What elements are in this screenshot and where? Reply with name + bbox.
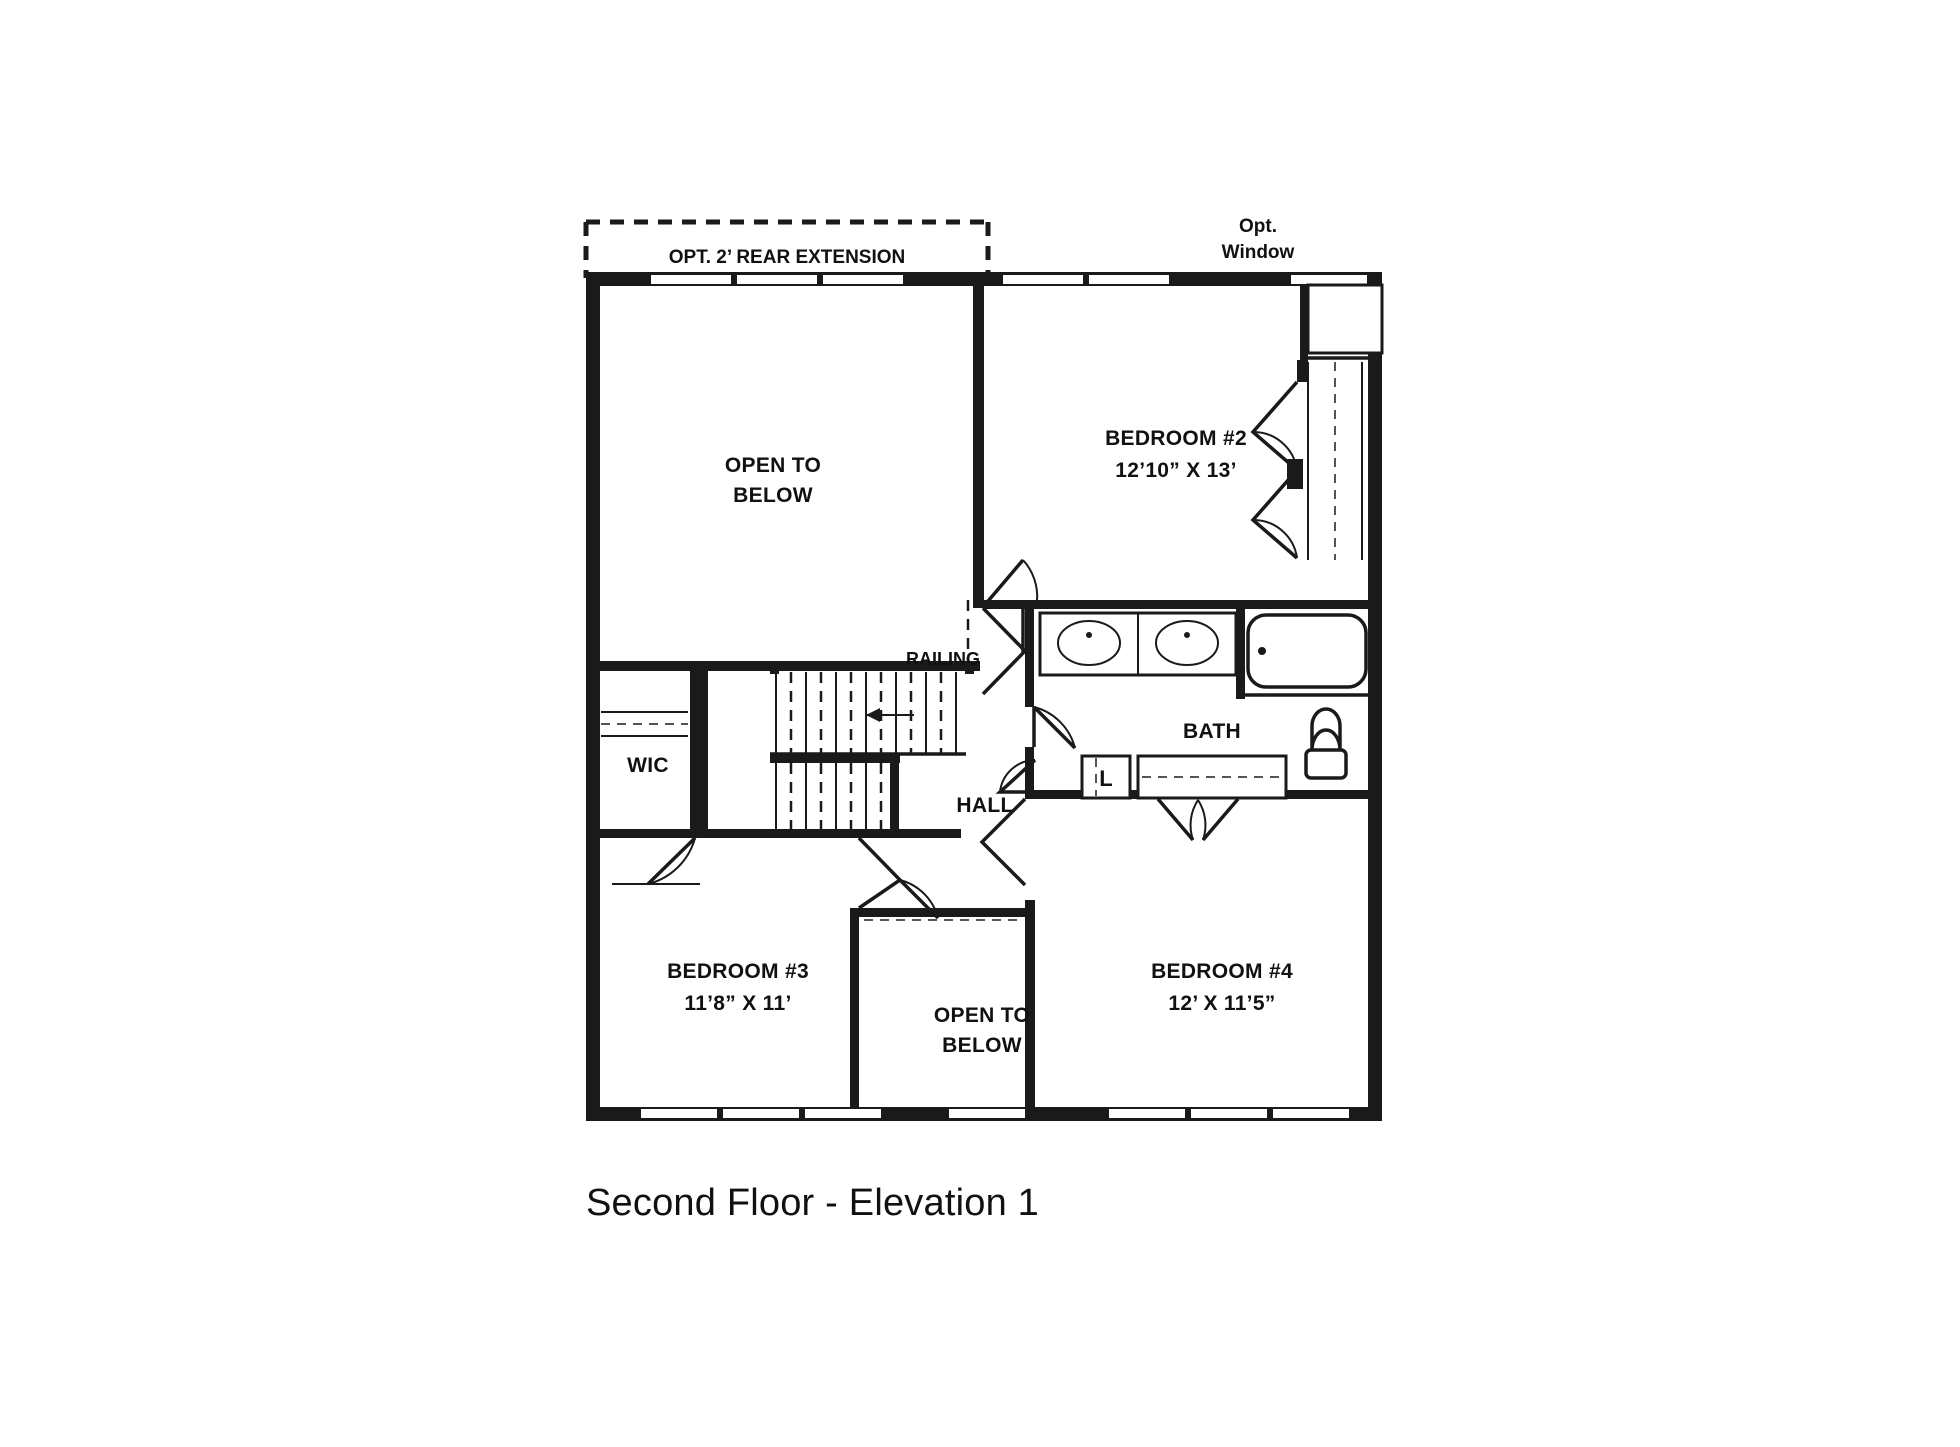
linen-closet <box>1080 754 1132 800</box>
window-group-bottom <box>639 1107 1351 1120</box>
label-bedroom-3: BEDROOM #3 <box>667 960 809 983</box>
opt-rear-extension-outline <box>583 219 991 278</box>
label-wic: WIC <box>627 754 669 777</box>
sink-right-icon <box>1155 620 1219 666</box>
dimension-bedroom-4: 12’ X 11’5” <box>1168 992 1275 1015</box>
closet-bedroom-2 <box>1250 283 1384 560</box>
label-open-to-below-lower-line1: OPEN TO <box>934 1004 1030 1027</box>
dimension-bedroom-3: 11’8” X 11’ <box>684 992 791 1015</box>
label-open-to-below-upper-line2: BELOW <box>733 484 813 507</box>
label-hall: HALL <box>956 794 1013 817</box>
label-bedroom-4: BEDROOM #4 <box>1151 960 1293 983</box>
door-wic <box>612 836 700 886</box>
door-linen-closet <box>995 758 1037 794</box>
window-group-top <box>649 273 1369 286</box>
stairs <box>770 672 966 832</box>
bath-fixtures <box>1038 609 1369 800</box>
stair-direction-arrow-icon <box>866 708 914 722</box>
toilet-icon <box>1304 707 1348 780</box>
page-title: Second Floor - Elevation 1 <box>586 1182 1039 1224</box>
label-opt-window-line2: Window <box>1222 242 1295 263</box>
label-open-to-below-lower-line2: BELOW <box>942 1034 1022 1057</box>
interior-walls <box>586 278 1369 1108</box>
annotation-labels: OPT. 2’ REAR EXTENSION Opt. Window RAILI… <box>669 216 1295 669</box>
label-opt-window-line1: Opt. <box>1239 216 1277 237</box>
dimension-bedroom-2: 12’10” X 13’ <box>1115 459 1237 482</box>
label-linen-closet: L <box>1099 766 1112 791</box>
label-open-to-below-upper-line1: OPEN TO <box>725 454 821 477</box>
door-group <box>612 558 1240 920</box>
bathtub-icon <box>1246 613 1368 689</box>
door-bedroom-3 <box>898 878 940 920</box>
door-bedroom-4 <box>1156 797 1240 842</box>
label-railing: RAILING <box>906 649 980 669</box>
sink-left-icon <box>1057 620 1121 666</box>
door-bedroom-2 <box>981 558 1039 652</box>
door-bath <box>1032 705 1077 750</box>
room-labels: OPEN TO BELOW BEDROOM #2 12’10” X 13’ BA… <box>627 427 1293 1057</box>
label-bath: BATH <box>1183 720 1241 743</box>
label-bedroom-2: BEDROOM #2 <box>1105 427 1247 450</box>
label-opt-rear-extension: OPT. 2’ REAR EXTENSION <box>669 247 906 268</box>
